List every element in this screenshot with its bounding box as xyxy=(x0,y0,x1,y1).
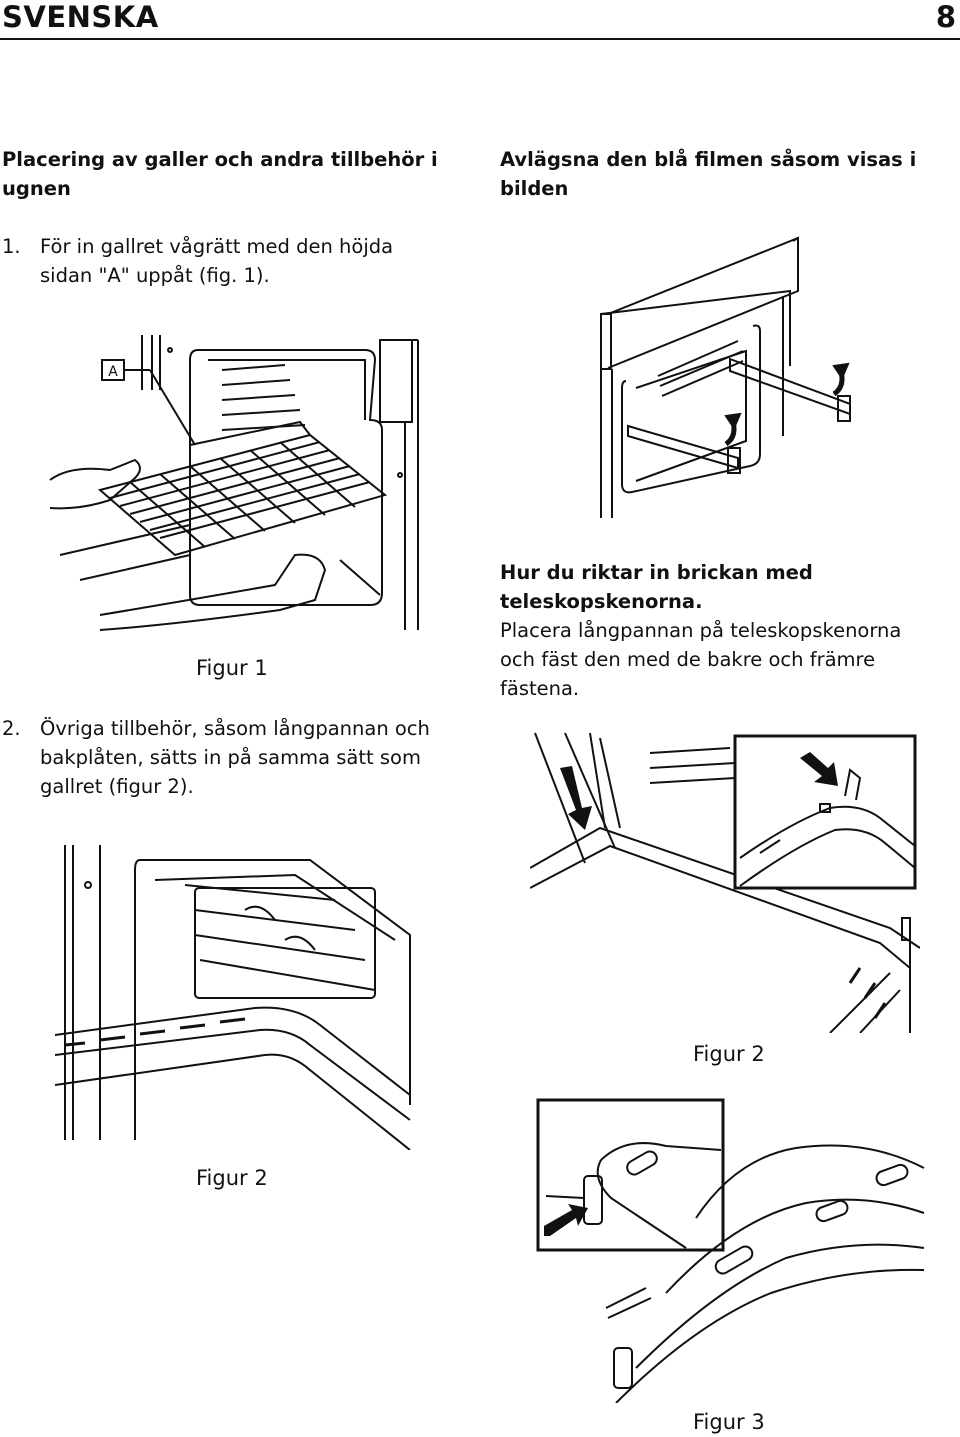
label-a: A xyxy=(108,364,118,380)
figure-2-left-caption: Figur 2 xyxy=(196,1166,268,1190)
section-heading-align-tray: Hur du riktar in brickan med teleskopske… xyxy=(500,561,813,613)
align-tray-paragraph: Placera långpannan på teleskopskenorna o… xyxy=(500,619,902,700)
figure-1-illustration: A xyxy=(40,330,430,640)
figure-2-right-caption: Figur 2 xyxy=(693,1042,765,1066)
pan-on-rails-drawing xyxy=(530,732,920,1033)
step-1-number: 1. xyxy=(2,235,21,258)
rack-insertion-drawing: A xyxy=(49,335,419,631)
telescopic-rails-drawing xyxy=(600,236,851,518)
section-heading-remove-film: Avlägsna den blå filmen såsom visas i bi… xyxy=(500,148,917,200)
pan-fasteners-drawing xyxy=(536,1098,925,1403)
section-heading-placement: Placering av galler och andra tillbehör … xyxy=(2,148,438,200)
step-1-text: För in gallret vågrätt med den höjda sid… xyxy=(40,235,394,287)
language-label: SVENSKA xyxy=(2,0,159,34)
step-2-text: Övriga tillbehör, såsom långpannan och b… xyxy=(40,717,430,798)
pan-in-oven-drawing xyxy=(55,845,411,1150)
page-header: SVENSKA 8 xyxy=(0,0,960,40)
page-number: 8 xyxy=(935,0,956,34)
figure-3-caption: Figur 3 xyxy=(693,1410,765,1434)
header-rule xyxy=(0,38,960,40)
figure-3-illustration xyxy=(536,1098,926,1403)
figure-2-left-illustration xyxy=(55,840,415,1150)
step-2-number: 2. xyxy=(2,717,21,740)
figure-2-right-illustration xyxy=(530,728,920,1033)
figure-1-caption: Figur 1 xyxy=(196,656,268,680)
remove-film-illustration xyxy=(598,236,860,518)
